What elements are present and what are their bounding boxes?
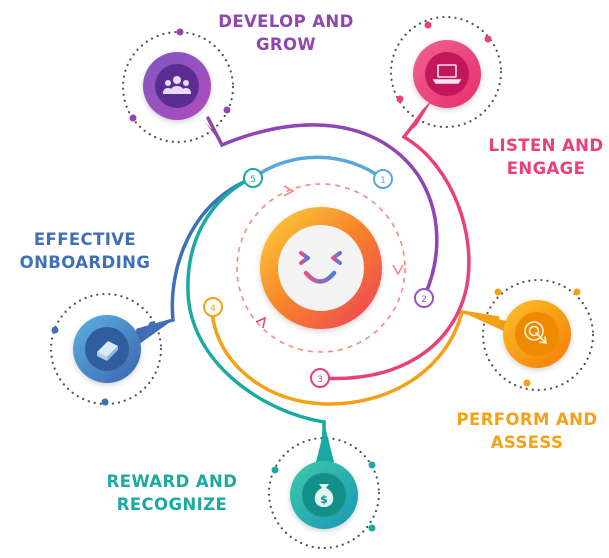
spiral-path-develop-to-2 (206, 116, 439, 299)
step-marker-1: 1 (373, 169, 393, 189)
step-number: 1 (380, 176, 386, 186)
step-number: 2 (421, 295, 427, 305)
orbit-arrow-top (283, 185, 295, 197)
label-reward-and-recognize: REWARD AND RECOGNIZE (92, 470, 252, 516)
stage-perform (462, 278, 595, 392)
stage-effective (49, 292, 173, 406)
label-effective-onboarding: EFFECTIVE ONBOARDING (10, 228, 160, 274)
label-listen-and-engage: LISTEN AND ENGAGE (478, 134, 609, 180)
stage-reward: $ (267, 422, 381, 550)
label-line-1: EFFECTIVE (33, 230, 137, 249)
orbit-arrow-right (392, 264, 404, 276)
label-line-1: PERFORM AND (456, 410, 598, 429)
money-bag-icon: $ (314, 484, 334, 507)
svg-text:$: $ (320, 493, 328, 506)
step-number: 4 (210, 304, 216, 314)
label-line-2: ASSESS (490, 433, 564, 452)
dotted-ring (121, 30, 235, 144)
spiral-path-perform-to-4 (210, 305, 500, 406)
spiral-path-listen-to-3 (319, 110, 471, 381)
book-icon (97, 341, 118, 361)
orbit-arrow-left (255, 316, 267, 329)
label-perform-and-assess: PERFORM AND ASSESS (446, 408, 608, 454)
label-line-2: ENGAGE (506, 159, 586, 178)
smile-logo-icon (299, 251, 342, 284)
label-line-1: DEVELOP AND (218, 12, 354, 31)
spiral-path-reward-to-5 (186, 176, 326, 457)
step-number: 3 (317, 375, 323, 385)
team-icon (163, 76, 191, 94)
step-marker-3: 3 (310, 368, 330, 388)
dotted-ring (481, 278, 595, 392)
label-line-2: GROW (255, 35, 317, 54)
dotted-ring (267, 436, 381, 550)
label-develop-and-grow: DEVELOP AND GROW (205, 10, 367, 56)
spiral-path-5-to-1 (251, 155, 385, 181)
target-click-icon (524, 321, 547, 344)
label-line-1: LISTEN AND (488, 136, 604, 155)
stage-develop (121, 28, 235, 145)
step-number: 5 (250, 175, 256, 185)
label-line-2: ONBOARDING (19, 253, 151, 272)
label-line-1: REWARD AND (106, 472, 238, 491)
laptop-icon (432, 64, 462, 84)
dashed-orbit-outer (236, 183, 406, 353)
step-marker-5: 5 (243, 168, 263, 188)
stage-listen (389, 15, 503, 137)
step-marker-4: 4 (203, 297, 223, 317)
step-marker-2: 2 (414, 288, 434, 308)
label-line-2: RECOGNIZE (116, 495, 228, 514)
center-hub (260, 207, 382, 329)
dotted-ring (389, 15, 503, 129)
